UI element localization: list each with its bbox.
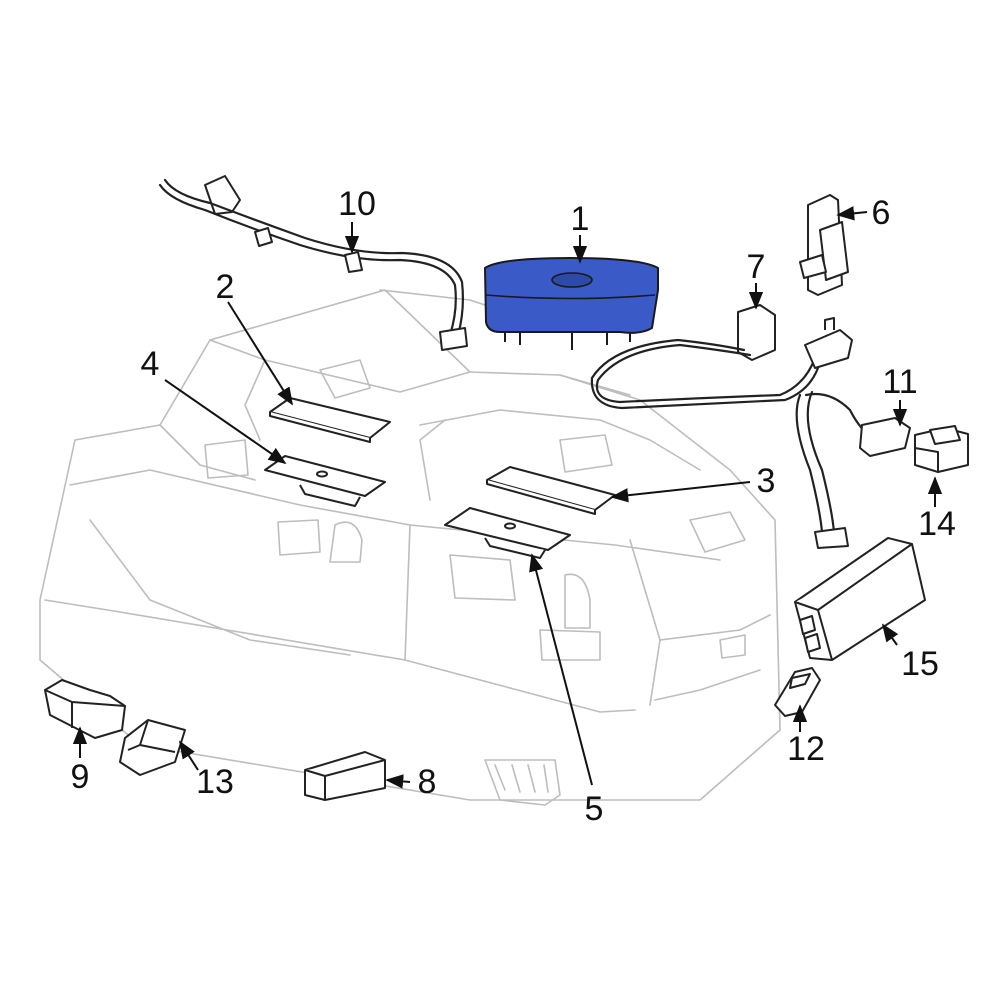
part-1-flange: [485, 294, 656, 300]
callout-2[interactable]: 2: [216, 268, 235, 306]
part-8-module[interactable]: [304, 751, 386, 801]
callout-labels: 1 2 3 4 5 6 7 8 9 10 11 12 13 14 15: [71, 185, 956, 828]
part-1-tabs: [504, 332, 631, 350]
part-12-clip[interactable]: [774, 667, 821, 717]
callout-3[interactable]: 3: [757, 462, 776, 500]
callout-14[interactable]: 14: [918, 505, 956, 543]
callout-8[interactable]: 8: [418, 763, 437, 801]
part-1-body: [484, 257, 659, 334]
callout-12[interactable]: 12: [787, 730, 825, 768]
callout-1[interactable]: 1: [571, 200, 590, 238]
callout-10[interactable]: 10: [338, 185, 376, 223]
part-14-connector[interactable]: [914, 425, 969, 473]
callout-6[interactable]: 6: [872, 194, 891, 232]
callout-7[interactable]: 7: [747, 248, 766, 286]
callout-5[interactable]: 5: [585, 790, 604, 828]
callout-15[interactable]: 15: [901, 645, 939, 683]
part-1-module[interactable]: [484, 257, 659, 350]
callout-11[interactable]: 11: [882, 363, 917, 401]
callout-4[interactable]: 4: [141, 345, 160, 383]
part-3-pad[interactable]: [486, 466, 616, 515]
leader-lines: [72, 206, 943, 789]
part-11-harness[interactable]: [795, 390, 911, 549]
part-4-sensor-plate[interactable]: [264, 455, 386, 507]
callout-9[interactable]: 9: [71, 758, 90, 796]
part-6-bracket[interactable]: [799, 194, 849, 296]
part-2-pad[interactable]: [269, 397, 391, 443]
callout-13[interactable]: 13: [196, 763, 234, 801]
part-15-module[interactable]: [794, 537, 926, 661]
part-1-button-recess: [551, 272, 593, 288]
part-13-bracket[interactable]: [119, 719, 186, 776]
part-9-switch[interactable]: [44, 679, 126, 739]
part-5-sensor-plate[interactable]: [444, 507, 571, 559]
